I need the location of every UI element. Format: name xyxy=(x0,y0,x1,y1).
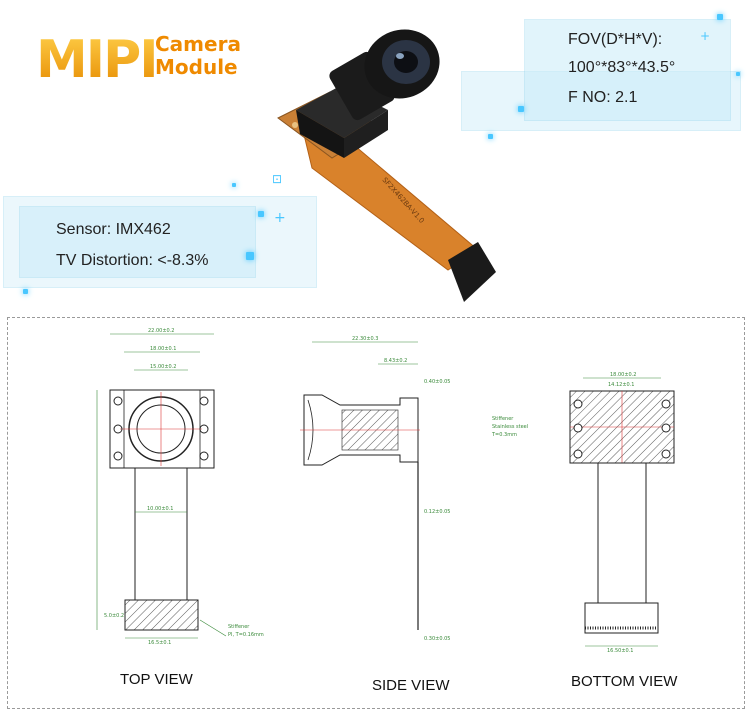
brand-subtitle-line2: Module xyxy=(155,55,238,79)
dim-text: 14.12±0.1 xyxy=(608,382,634,388)
glow-dot xyxy=(488,134,493,139)
dim-text: T=0.3mm xyxy=(491,432,517,438)
left-spec-panel xyxy=(20,207,255,277)
glow-dot xyxy=(717,14,723,20)
dim-text: 5.0±0.2 xyxy=(104,613,124,619)
dim-text: Stainless steel xyxy=(492,424,528,430)
svg-text:+: + xyxy=(700,29,710,43)
glow-dot xyxy=(232,183,236,187)
dim-text: 18.00±0.2 xyxy=(610,372,636,378)
dim-text: 0.40±0.05 xyxy=(424,379,450,385)
dim-text: Stiffener xyxy=(228,624,250,630)
brand-mipi-text: MIPI xyxy=(36,30,159,90)
brand-subtitle: Camera Module xyxy=(155,33,241,79)
distortion-spec: TV Distortion: <-8.3% xyxy=(56,252,209,269)
glow-dot xyxy=(736,72,740,76)
bottom-view-label: BOTTOM VIEW xyxy=(571,673,678,690)
lens-barrel xyxy=(329,29,440,121)
f-number: F NO: 2.1 xyxy=(568,89,638,106)
drawing-frame xyxy=(7,317,745,709)
brand-subtitle-line1: Camera xyxy=(155,32,241,56)
top-view-drawing xyxy=(96,333,227,639)
dim-text: 16.5±0.1 xyxy=(148,640,171,646)
glow-dot xyxy=(246,252,254,260)
side-view-drawing xyxy=(300,341,420,630)
svg-text:+: + xyxy=(274,210,286,226)
sensor-spec: Sensor: IMX462 xyxy=(56,221,171,238)
bottom-view-drawing xyxy=(569,377,675,647)
dim-text: 0.12±0.05 xyxy=(424,509,450,515)
dim-text: 22.00±0.2 xyxy=(148,328,174,334)
fov-label: FOV(D*H*V): xyxy=(568,31,663,48)
dim-text: 15.00±0.2 xyxy=(150,364,176,370)
top-view-label: TOP VIEW xyxy=(120,671,193,688)
dim-text: 0.30±0.05 xyxy=(424,636,450,642)
dim-text: 22.30±0.3 xyxy=(352,336,378,342)
dim-text: Stiffener xyxy=(492,416,514,422)
dim-text: 18.00±0.1 xyxy=(150,346,176,352)
glow-dot xyxy=(518,106,524,112)
right-spec-panel xyxy=(525,20,730,120)
dim-text: PI, T=0.16mm xyxy=(228,632,264,638)
glow-dot xyxy=(258,211,264,217)
svg-text:⊡: ⊡ xyxy=(272,172,282,186)
side-view-label: SIDE VIEW xyxy=(372,677,450,694)
dim-text: 16.50±0.1 xyxy=(607,648,633,654)
glow-dot xyxy=(23,289,28,294)
fov-value: 100°*83°*43.5° xyxy=(568,59,676,76)
dim-text: 10.00±0.1 xyxy=(147,506,173,512)
dim-text: 8.43±0.2 xyxy=(384,358,407,364)
